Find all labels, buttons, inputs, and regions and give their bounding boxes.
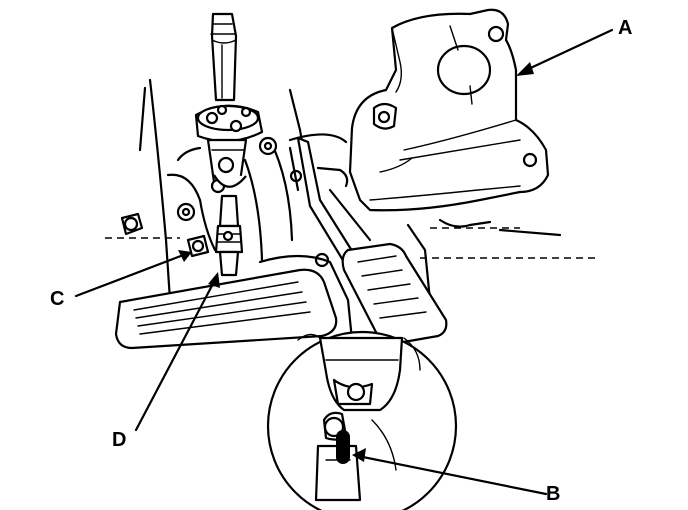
steering-shaft bbox=[210, 12, 238, 102]
floor-mat bbox=[114, 254, 354, 350]
leader-lines bbox=[74, 28, 614, 496]
callout-c-label: C bbox=[50, 288, 64, 310]
universal-joint bbox=[194, 104, 264, 194]
lower-shaft bbox=[214, 194, 244, 277]
pedal-arm bbox=[288, 133, 356, 264]
detail-zoom-circle bbox=[266, 330, 458, 510]
callout-d-label: D bbox=[112, 429, 126, 451]
callout-a-label: A bbox=[618, 17, 632, 39]
callout-b-label: B bbox=[546, 483, 560, 505]
mounting-bolts bbox=[120, 136, 330, 268]
cover-a-part bbox=[348, 8, 550, 212]
pedal-pad bbox=[341, 242, 448, 346]
lock-pin-mark bbox=[336, 430, 350, 464]
